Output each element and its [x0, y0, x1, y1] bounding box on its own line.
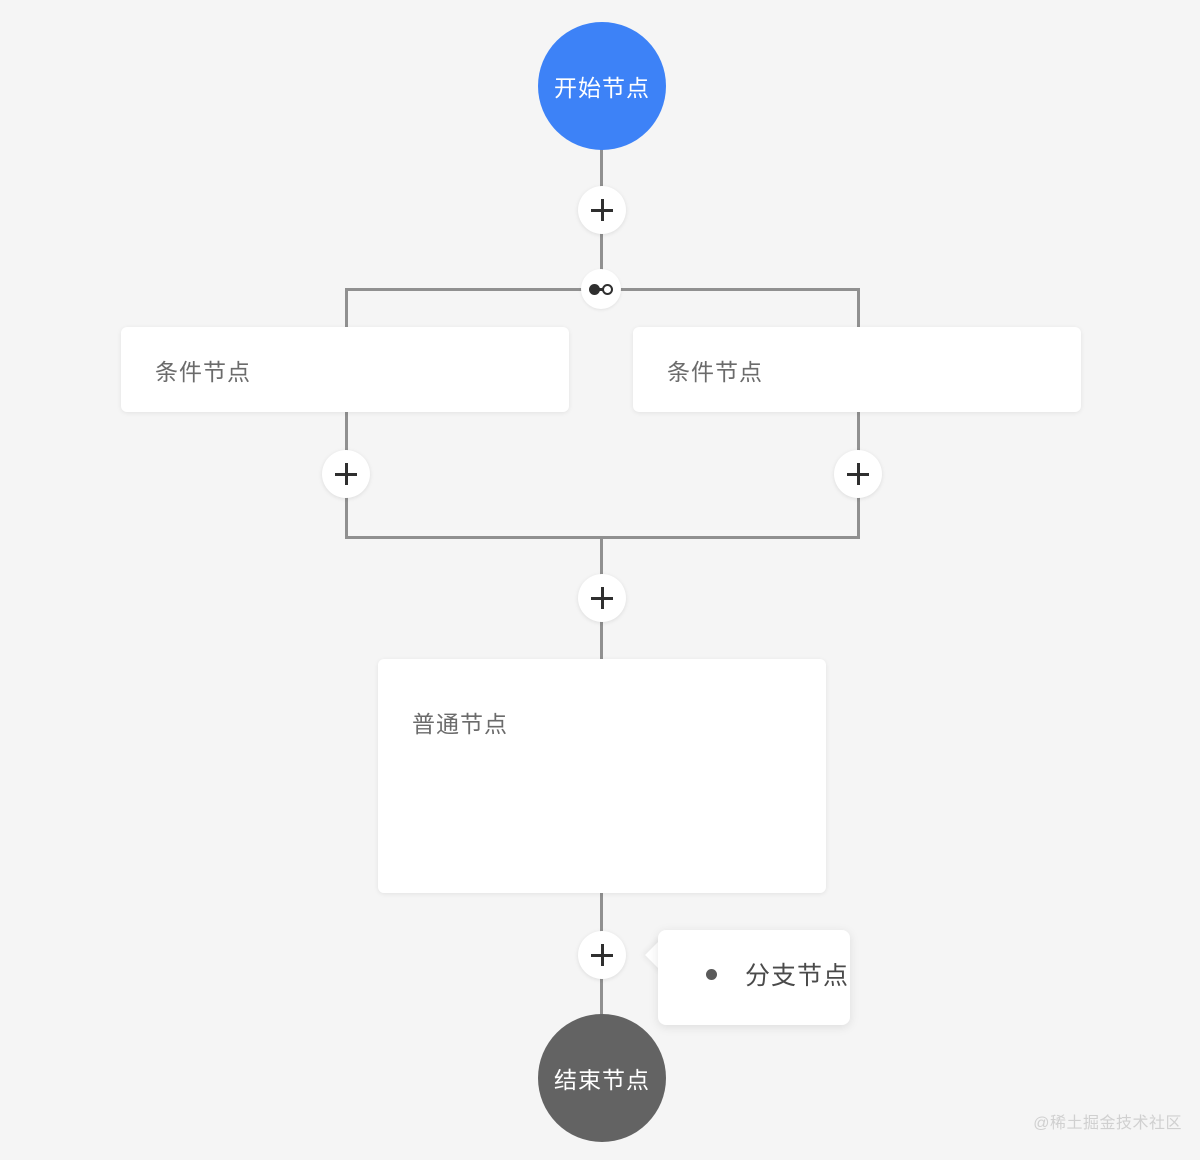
bullet-icon [706, 968, 717, 980]
condition-node-label-left: 条件节点 [155, 358, 251, 385]
connector-branch-left-down [345, 288, 348, 330]
normal-node-card[interactable]: 普通节点 [378, 659, 826, 893]
watermark: @稀土掘金技术社区 [1033, 1115, 1182, 1132]
add-node-branch-right-button[interactable] [834, 450, 882, 498]
add-node-after-merge-button[interactable] [578, 574, 626, 622]
connector-add-to-branch [600, 232, 603, 272]
popup-item-label: 分支节点 [745, 962, 850, 990]
add-node-branch-left-button[interactable] [322, 450, 370, 498]
add-node-after-start-button[interactable] [578, 186, 626, 234]
branch-split-bar [597, 287, 605, 291]
start-node[interactable]: 开始节点 [538, 22, 666, 150]
branch-split-dot-filled [589, 283, 600, 295]
connector-start-to-add [600, 148, 603, 188]
branch-split-dot-hollow [602, 283, 613, 295]
condition-node-card-left[interactable]: 条件节点 [121, 327, 569, 412]
branch-split-icon[interactable] [581, 269, 621, 309]
node-type-popup[interactable]: 分支节点 [658, 930, 850, 1025]
connector-merge-to-add [600, 536, 603, 576]
connector-add-to-end-node [600, 978, 603, 1018]
popup-item-branch-node[interactable]: 分支节点 [706, 956, 849, 992]
connector-normal-node-to-add [600, 893, 603, 933]
connector-add-to-normal-node [600, 620, 603, 662]
condition-node-label-right: 条件节点 [667, 358, 763, 385]
condition-node-card-right[interactable]: 条件节点 [633, 327, 1081, 412]
end-node[interactable]: 结束节点 [538, 1014, 666, 1142]
start-node-label: 开始节点 [554, 75, 650, 101]
connector-branch-right-down [857, 288, 860, 330]
normal-node-label: 普通节点 [412, 711, 508, 737]
end-node-label: 结束节点 [554, 1067, 650, 1093]
add-node-before-end-button[interactable] [578, 931, 626, 979]
